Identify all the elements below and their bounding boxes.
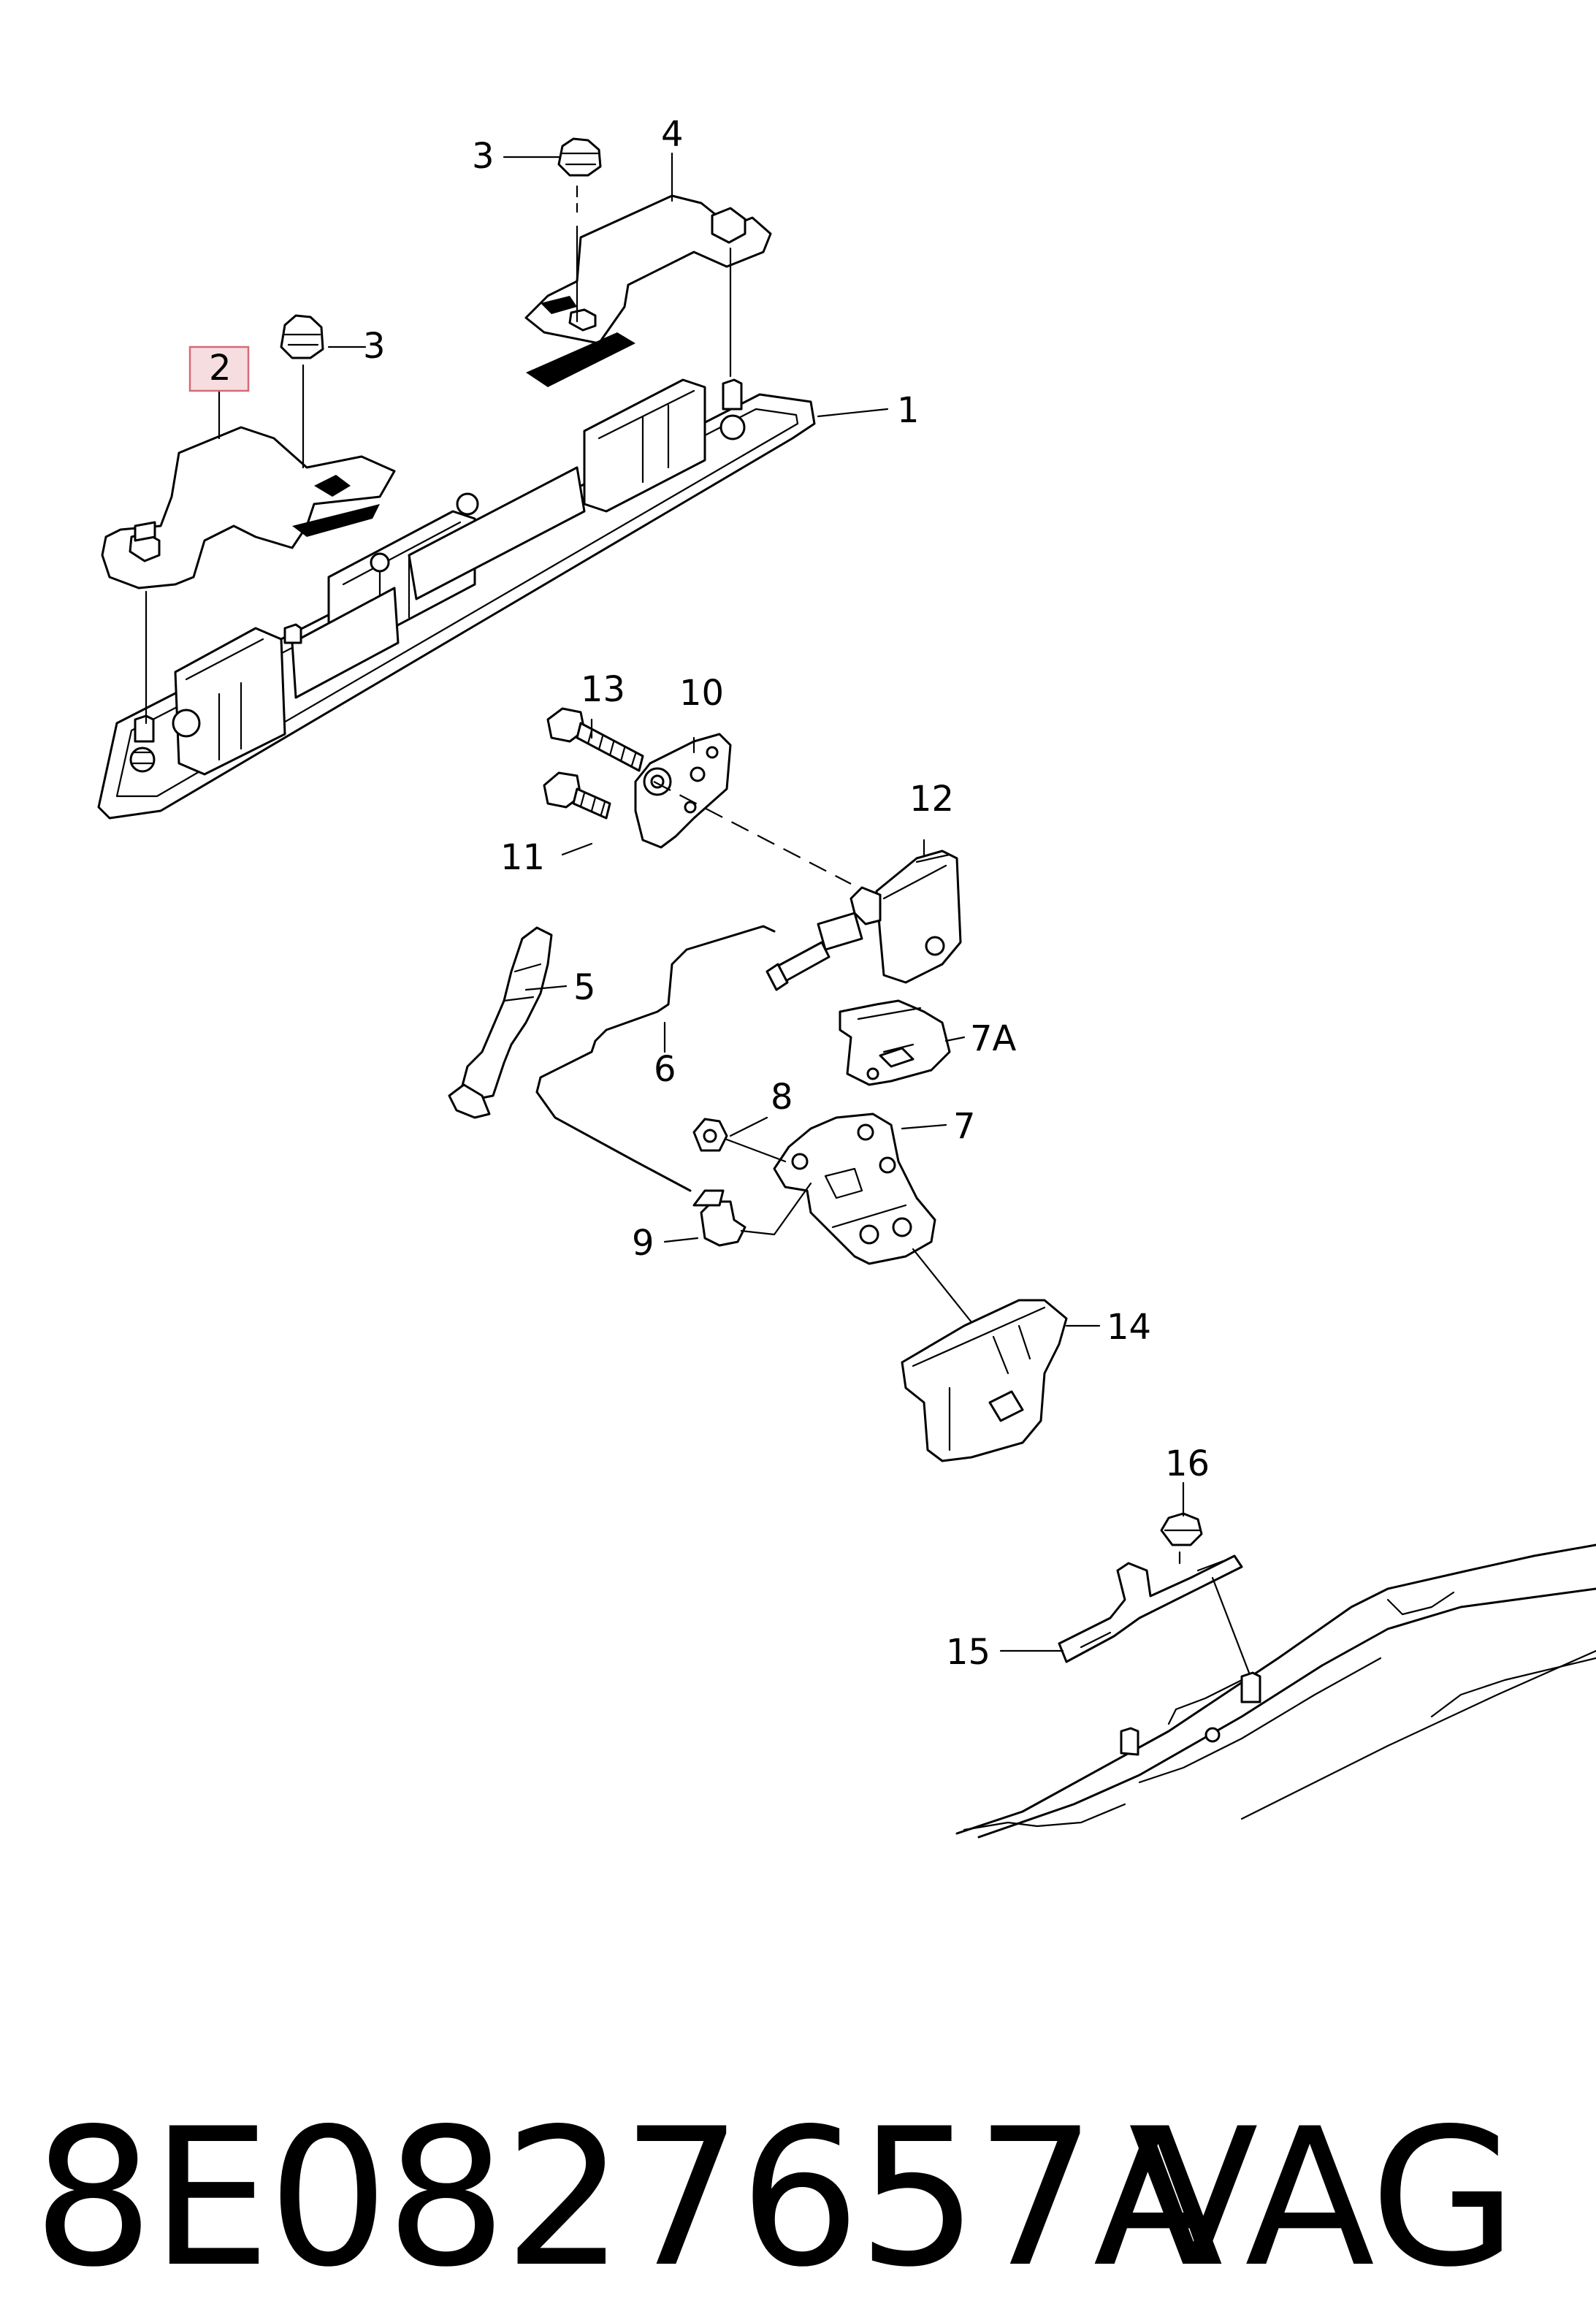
callout-7a[interactable]: 7A [970, 1018, 1017, 1059]
operating-rod-part-6 [535, 925, 776, 1094]
bolt-part-11 [543, 771, 611, 820]
callout-15[interactable]: 15 [946, 1632, 990, 1673]
callout-6[interactable]: 6 [654, 1049, 676, 1090]
callout-8[interactable]: 8 [771, 1077, 793, 1118]
actuator-part-12 [765, 850, 962, 991]
callout-2-highlight [188, 346, 250, 392]
nut-part-3-upper [557, 137, 602, 177]
nut-part-16 [1160, 1512, 1203, 1546]
trim-panel-part-1 [97, 378, 816, 820]
callout-3-left[interactable]: 3 [363, 326, 386, 367]
part-number-caption: 8E0827657A [33, 2088, 1223, 2309]
clip-part-9 [692, 1189, 747, 1247]
body-panel [955, 1543, 1596, 1839]
lock-latch-part-7 [773, 1112, 936, 1265]
striker-part-14 [901, 1299, 1068, 1462]
callout-labels: 1 2 3 3 4 13 10 11 12 5 6 7A 8 7 9 14 16… [188, 114, 1210, 1673]
release-lever-part-5 [448, 926, 553, 1119]
callout-12[interactable]: 12 [909, 779, 954, 820]
callout-7[interactable]: 7 [953, 1106, 976, 1147]
callout-16[interactable]: 16 [1165, 1443, 1210, 1484]
callout-leaders [218, 152, 1185, 1652]
callout-11[interactable]: 11 [500, 837, 545, 878]
bracket-part-15 [1058, 1554, 1243, 1663]
nut-part-8 [692, 1118, 728, 1152]
callout-1[interactable]: 1 [897, 390, 920, 431]
nut-part-3-left [280, 314, 324, 359]
guide-part-7a [839, 999, 951, 1086]
callout-3-upper[interactable]: 3 [472, 136, 495, 177]
brand-caption: VAG [1129, 2088, 1517, 2309]
callout-9[interactable]: 9 [632, 1223, 654, 1264]
callout-5[interactable]: 5 [573, 967, 596, 1008]
mounting-plate-part-10 [634, 733, 732, 849]
callout-10[interactable]: 10 [679, 673, 724, 714]
callout-13[interactable]: 13 [581, 669, 625, 710]
bolt-part-13 [546, 707, 644, 772]
callout-14[interactable]: 14 [1107, 1307, 1151, 1348]
callout-2[interactable]: 2 [209, 348, 232, 389]
bracket-part-4 [524, 194, 772, 387]
callout-4[interactable]: 4 [661, 114, 684, 155]
bracket-part-2 [101, 426, 396, 589]
